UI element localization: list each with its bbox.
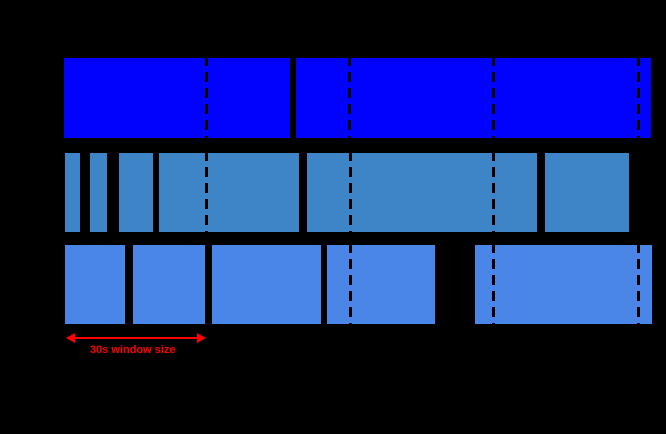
window-boundary-dashed-line xyxy=(491,56,495,140)
track-top-blue xyxy=(0,56,666,140)
window-size-arrow-line xyxy=(72,337,200,339)
window-boundary-dashed-line xyxy=(204,151,208,234)
window-size-label: 30s window size xyxy=(90,344,176,356)
track-middle-steel-blue xyxy=(0,151,666,234)
window-segment xyxy=(119,153,153,232)
window-segment xyxy=(545,153,629,232)
window-boundary-dashed-line xyxy=(348,151,352,234)
window-segment xyxy=(212,245,321,324)
window-segment xyxy=(327,245,435,324)
window-segment xyxy=(307,153,537,232)
window-segment xyxy=(90,153,107,232)
window-boundary-dashed-line xyxy=(491,151,495,234)
window-boundary-dashed-line xyxy=(348,243,352,326)
window-segment xyxy=(159,153,299,232)
arrowhead-right-icon xyxy=(197,333,206,343)
arrowhead-left-icon xyxy=(66,333,75,343)
window-segment xyxy=(64,58,290,138)
window-boundary-dashed-line xyxy=(491,243,495,326)
window-segment xyxy=(296,58,651,138)
window-segment xyxy=(65,245,125,324)
window-boundary-dashed-line xyxy=(636,243,640,326)
window-boundary-dashed-line xyxy=(347,56,351,140)
track-bottom-cornflower-blue xyxy=(0,243,666,326)
window-segment xyxy=(133,245,205,324)
window-boundary-dashed-line xyxy=(636,56,640,140)
window-segment xyxy=(65,153,80,232)
window-segment xyxy=(475,245,652,324)
window-boundary-dashed-line xyxy=(204,56,208,140)
